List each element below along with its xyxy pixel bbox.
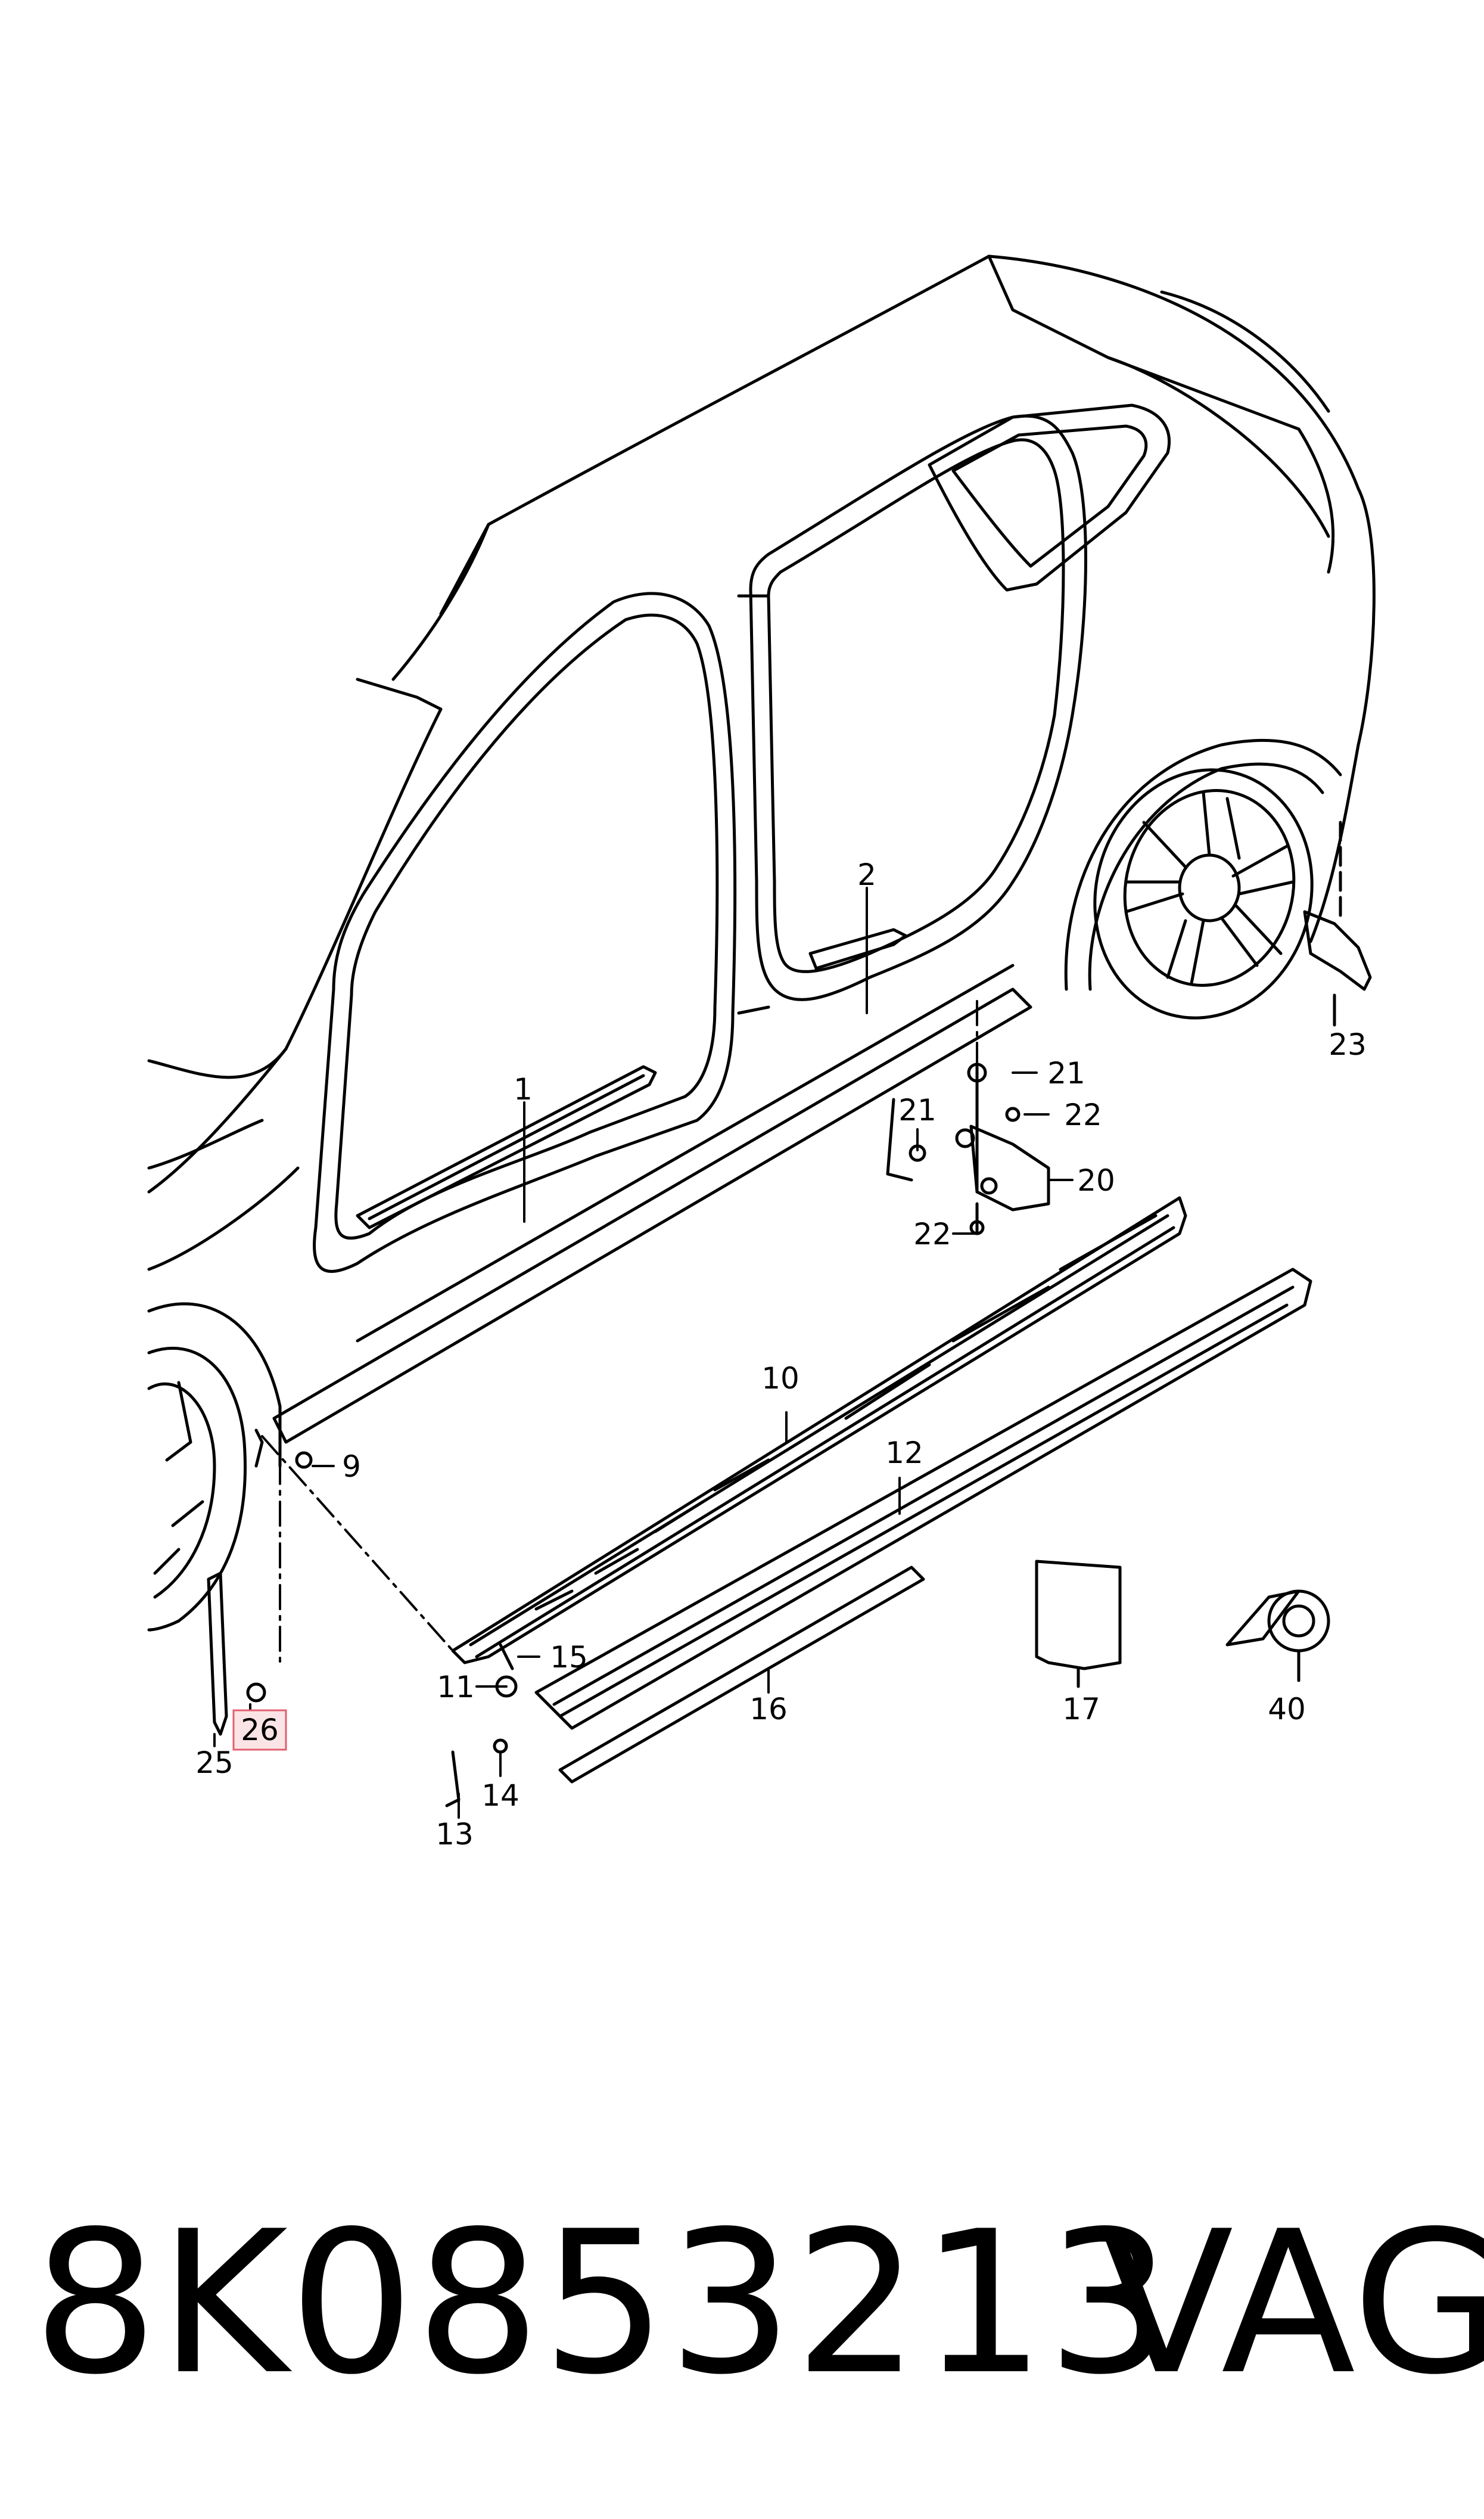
callout-21-top: 21 — [1047, 1056, 1085, 1091]
part-2-rear-sill-trim — [808, 887, 907, 1014]
part-40-adhesive-tape — [1225, 1589, 1330, 1682]
callout-16: 16 — [749, 1692, 788, 1726]
part-10-sill-panel — [451, 1196, 1187, 1664]
callout-23: 23 — [1329, 1027, 1367, 1062]
callout-26: 26 — [241, 1713, 279, 1747]
callout-1: 1 — [514, 1072, 533, 1107]
callout-22-right: 22 — [1064, 1098, 1102, 1132]
callout-15: 15 — [550, 1640, 588, 1675]
callout-22-bottom: 22 — [913, 1217, 951, 1251]
callout-11: 11 — [437, 1670, 475, 1704]
callout-17: 17 — [1062, 1692, 1100, 1726]
callout-14: 14 — [481, 1778, 519, 1813]
brand-name: VAG — [1099, 2189, 1484, 2418]
rear-wheel — [1093, 768, 1314, 1020]
callout-2: 2 — [857, 858, 876, 892]
part-12-sill-trim — [534, 1268, 1312, 1730]
callout-9: 9 — [342, 1449, 361, 1484]
leader-lines — [213, 1071, 1074, 1819]
part-20-jack-bracket — [886, 1065, 1050, 1235]
assembly-guide-lines — [261, 1000, 978, 1670]
callout-21-left: 21 — [898, 1093, 937, 1128]
part-17-fastener-bag — [1035, 1560, 1122, 1688]
callout-25: 25 — [195, 1745, 234, 1780]
part-23-mudflap — [1303, 821, 1372, 1027]
callout-10: 10 — [761, 1361, 799, 1396]
part-number: 8K0853213 — [33, 2189, 1174, 2418]
callout-labels: 1 2 9 10 11 12 13 14 15 16 17 20 21 21 2… — [195, 858, 1367, 1852]
callout-13: 13 — [435, 1817, 474, 1852]
car-body-outline — [147, 254, 1376, 1444]
part-1-front-sill-trim — [356, 1065, 657, 1229]
part-25-arch-trim — [207, 1428, 264, 1736]
parts-exploded-diagram: 1 2 9 10 11 12 13 14 15 16 17 20 21 21 2… — [147, 254, 1376, 1852]
highlight-box-26 — [232, 1709, 287, 1751]
callout-40: 40 — [1268, 1692, 1306, 1726]
part-16-lower-strip — [558, 1566, 925, 1784]
front-wheel — [147, 1302, 282, 1632]
callout-20: 20 — [1077, 1163, 1115, 1198]
callout-12: 12 — [885, 1436, 923, 1470]
